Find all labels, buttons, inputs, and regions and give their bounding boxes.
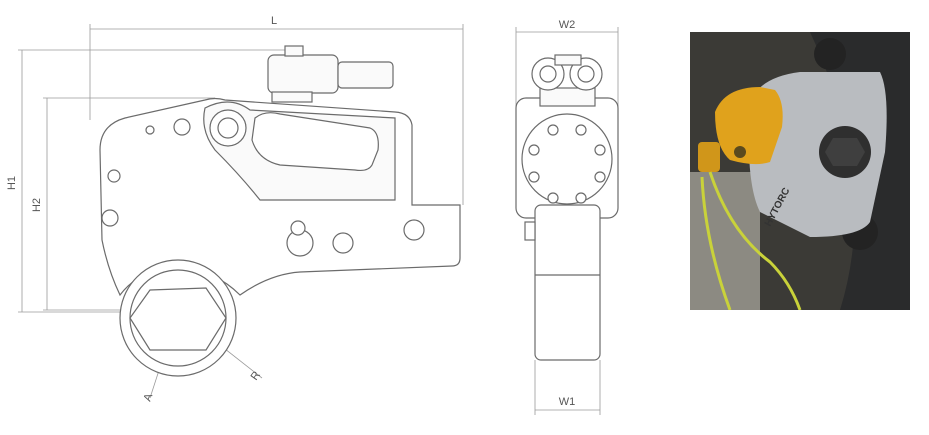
motor-cap xyxy=(715,87,783,165)
swivel-connector xyxy=(337,61,394,89)
motor-fitting xyxy=(698,142,720,172)
front-swivel-top xyxy=(554,54,582,66)
front-dimension-lines xyxy=(515,27,619,415)
product-photo: HYTORC xyxy=(690,32,910,310)
label-R: R xyxy=(249,369,263,382)
front-bolt xyxy=(547,124,559,136)
front-reaction-tab xyxy=(524,221,536,241)
front-bolt xyxy=(594,171,606,183)
cylinder-window xyxy=(251,112,379,172)
swivel-base xyxy=(271,91,313,103)
label-W1: W1 xyxy=(559,396,576,408)
front-bolt xyxy=(547,192,559,204)
front-view xyxy=(515,27,619,415)
label-H1: H1 xyxy=(6,176,18,190)
front-swivel-base xyxy=(539,87,596,107)
label-L: L xyxy=(271,15,277,27)
label-W2: W2 xyxy=(559,19,576,31)
bolt-hole xyxy=(145,125,155,135)
reaction-pin-top xyxy=(290,220,306,236)
bolt-hole xyxy=(173,118,191,136)
front-ratchet-housing xyxy=(534,204,601,361)
bolt-hole xyxy=(403,219,425,241)
hose xyxy=(700,176,732,310)
swivel-block xyxy=(267,54,339,94)
front-bolt xyxy=(594,144,606,156)
bolt-hole xyxy=(107,169,121,183)
hex-socket xyxy=(129,287,227,351)
flange-nut xyxy=(814,38,846,70)
label-A: A xyxy=(142,391,156,403)
front-bolt xyxy=(575,192,587,204)
wrench-plate xyxy=(748,72,887,237)
front-swivel-left-inner xyxy=(539,65,557,83)
front-swivel-right-inner xyxy=(577,65,595,83)
bolt-hole xyxy=(101,209,119,227)
side-view xyxy=(18,24,464,399)
hose xyxy=(708,171,802,310)
swivel-top xyxy=(284,45,304,57)
front-bolt xyxy=(528,171,540,183)
label-H2: H2 xyxy=(31,198,43,212)
front-bolt xyxy=(575,124,587,136)
front-cylinder xyxy=(521,113,613,205)
bolt-hole xyxy=(332,232,354,254)
front-bolt xyxy=(528,144,540,156)
pivot-inner xyxy=(217,117,239,139)
